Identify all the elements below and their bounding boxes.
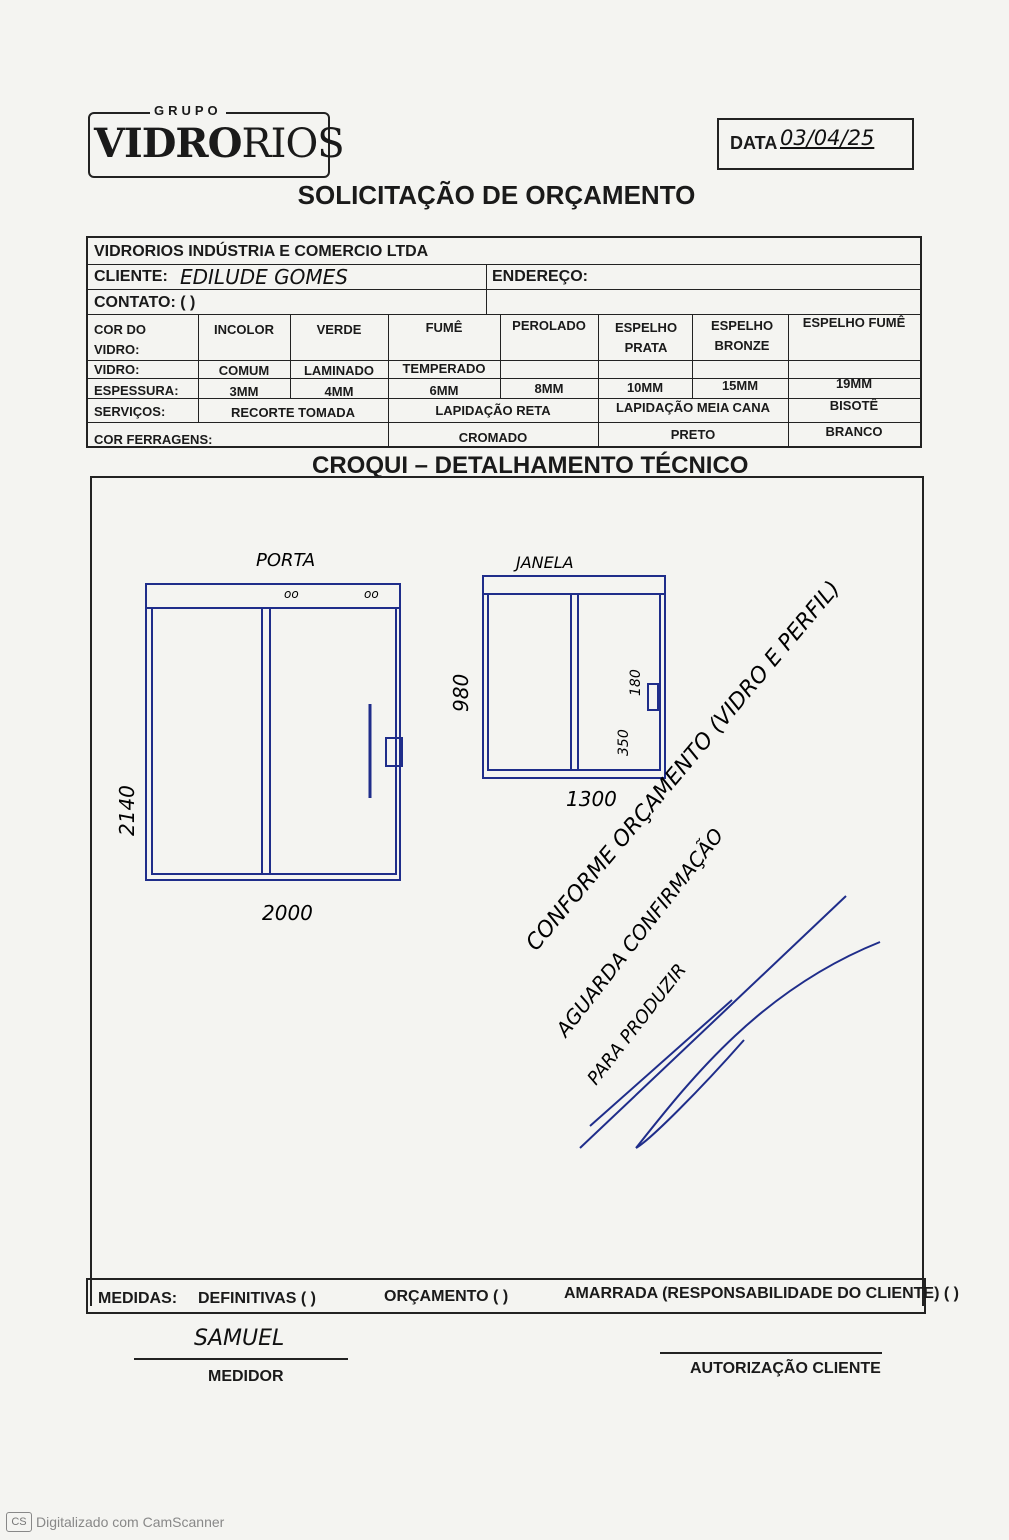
janela-dim-a: 180	[628, 669, 644, 696]
ferragem-branco: BRANCO	[825, 424, 883, 439]
cliente-label: CLIENTE:	[94, 268, 168, 285]
ferragem-cromado: CROMADO	[458, 430, 528, 445]
window-drawing	[482, 575, 666, 779]
janela-width: 1300	[566, 787, 617, 811]
cor-fume: FUMÊ	[425, 320, 463, 335]
medidas-bar: MEDIDAS: DEFINITIVAS ( ) ORÇAMENTO ( ) A…	[86, 1278, 959, 1314]
medidor-signature-line	[134, 1358, 348, 1360]
cor-perolado: PEROLADO	[512, 318, 586, 333]
company-name: VIDRORIOS INDÚSTRIA E COMERCIO LTDA	[94, 243, 429, 260]
janela-height: 980	[449, 674, 473, 712]
cor-vidro-label: COR DO VIDRO:	[94, 322, 146, 357]
vidro-laminado: LAMINADO	[303, 363, 375, 378]
espessura-label: ESPESSURA:	[94, 383, 179, 398]
camscanner-watermark: Digitalizado com CamScanner	[36, 1514, 225, 1530]
croqui-title: CROQUI – DETALHAMENTO TÉCNICO	[312, 452, 749, 479]
janela-dim-b: 350	[616, 729, 632, 756]
cor-espelho-fume: ESPELHO FUMÊ	[802, 315, 906, 330]
date-box	[717, 118, 914, 170]
logo-brand-bold: VIDRO	[94, 120, 243, 167]
janela-label: JANELA	[513, 553, 574, 572]
servico-meia-cana: LAPIDAÇÃO MEIA CANA	[615, 400, 771, 415]
strike-marks	[579, 895, 881, 1149]
vidro-comum: COMUM	[218, 363, 270, 378]
cor-ferragens-label: COR FERRAGENS:	[94, 432, 213, 447]
medidor-label: MEDIDOR	[208, 1368, 284, 1385]
cor-espelho-prata: ESPELHO PRATA	[614, 320, 678, 355]
espessura-3mm: 3MM	[229, 384, 259, 399]
cliente-value: EDILUDE GOMES	[180, 265, 348, 289]
autorizacao-label: AUTORIZAÇÃO CLIENTE	[690, 1360, 881, 1377]
medidor-signature: SAMUEL	[194, 1326, 285, 1351]
espessura-19mm: 19MM	[835, 376, 873, 391]
vidro-label: VIDRO:	[94, 362, 140, 377]
servico-bisote: BISOTÊ	[829, 398, 879, 413]
medidas-orcamento: ORÇAMENTO ( )	[384, 1288, 509, 1305]
vidro-temperado: TEMPERADO	[402, 361, 486, 376]
servico-recorte: RECORTE TOMADA	[231, 405, 355, 420]
medidas-definitivas: DEFINITIVAS ( )	[198, 1290, 316, 1307]
espessura-8mm: 8MM	[534, 381, 564, 396]
espessura-10mm: 10MM	[626, 380, 664, 395]
logo-brand: VIDRORIOS	[94, 120, 345, 167]
camscanner-icon: CS	[6, 1512, 32, 1532]
porta-width: 2000	[262, 901, 313, 925]
info-table: VIDRORIOS INDÚSTRIA E COMERCIO LTDA CLIE…	[86, 236, 922, 448]
logo-grupo-text: GRUPO	[150, 103, 226, 118]
autorizacao-signature-line	[660, 1352, 882, 1354]
ferragem-preto: PRETO	[670, 427, 716, 442]
servicos-label: SERVIÇOS:	[94, 404, 166, 419]
porta-height: 2140	[115, 785, 139, 836]
porta-holes-left: oo	[284, 587, 299, 601]
medidas-label: MEDIDAS:	[98, 1290, 178, 1307]
porta-label: PORTA	[256, 550, 315, 571]
espessura-15mm: 15MM	[721, 378, 759, 393]
date-value: 03/04/25	[780, 126, 875, 150]
porta-holes-right: oo	[364, 587, 379, 601]
espessura-4mm: 4MM	[324, 384, 354, 399]
cor-verde: VERDE	[316, 322, 362, 337]
endereco-label: ENDEREÇO:	[492, 268, 589, 285]
form-title: SOLICITAÇÃO DE ORÇAMENTO	[297, 180, 696, 210]
door-drawing	[145, 583, 403, 881]
espessura-6mm: 6MM	[429, 383, 459, 398]
cor-incolor: INCOLOR	[214, 322, 274, 337]
contato-label: CONTATO: ( )	[94, 294, 196, 311]
date-label: DATA	[730, 133, 778, 153]
sketch-area	[90, 476, 924, 1306]
cor-espelho-bronze: ESPELHO BRONZE	[710, 318, 774, 353]
servico-lapidacao-reta: LAPIDAÇÃO RETA	[435, 403, 551, 418]
medidas-amarrada: AMARRADA (RESPONSABILIDADE DO CLIENTE) (…	[564, 1285, 959, 1302]
logo-brand-light: RIOS	[241, 121, 345, 167]
